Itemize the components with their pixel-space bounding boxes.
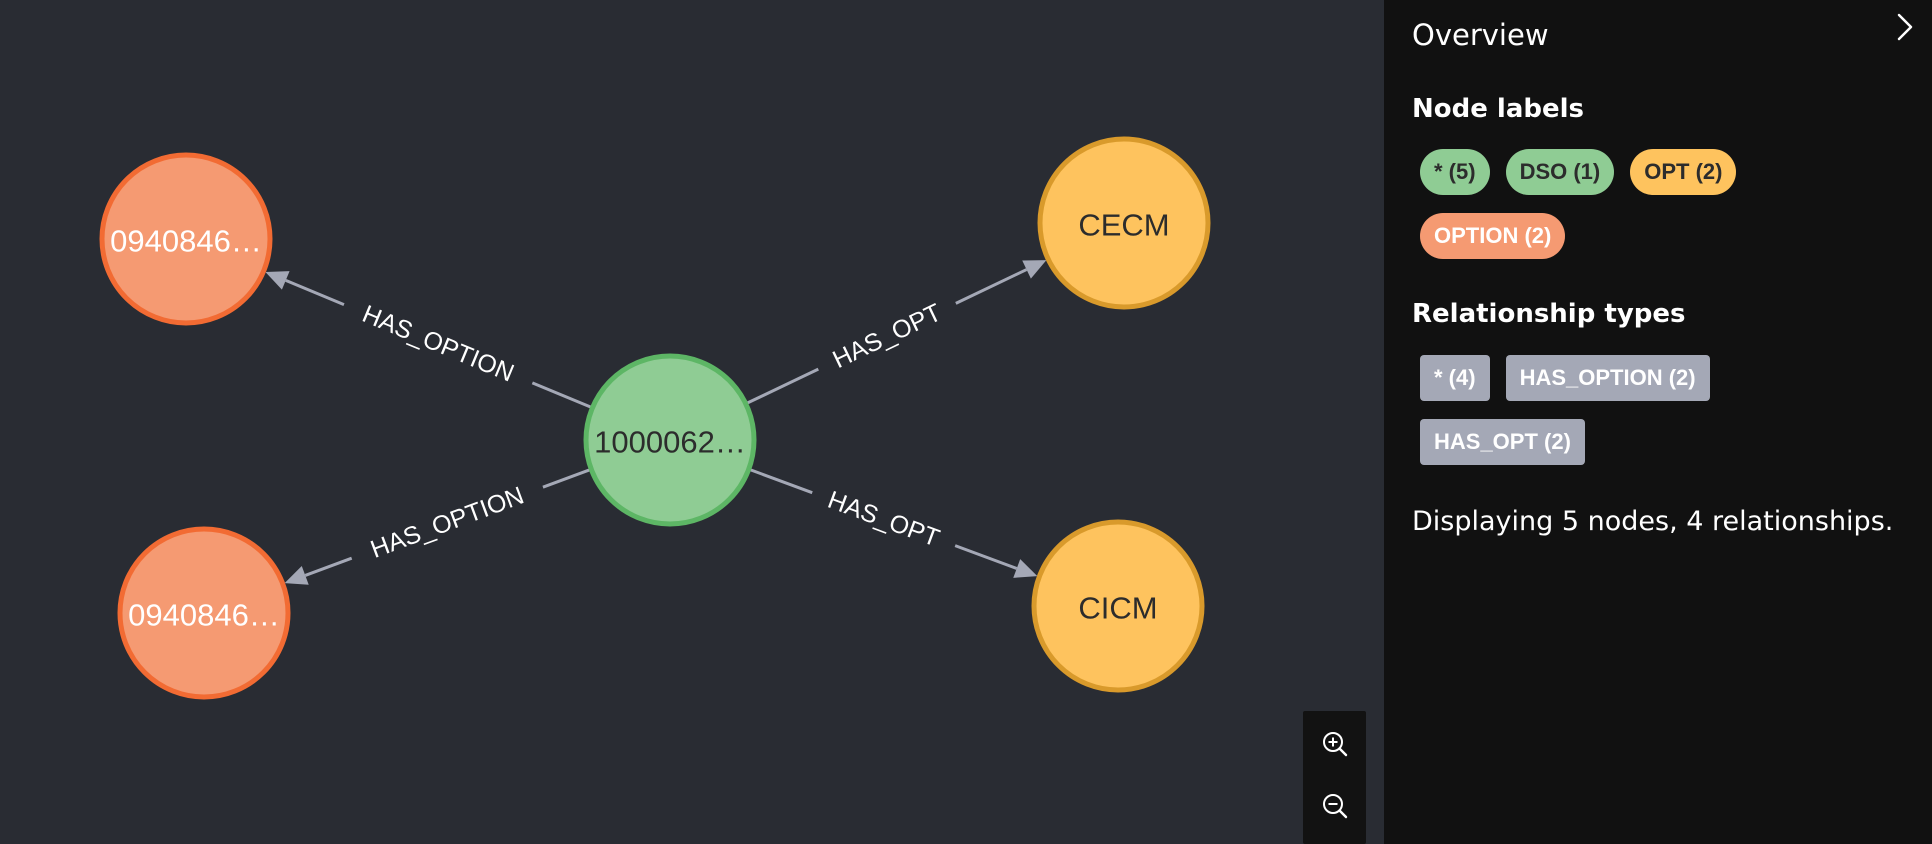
graph-canvas[interactable]: HAS_OPTION HAS_OPTION HAS_OPT HAS_OPT 10000… xyxy=(0,0,1384,844)
relationship-line[interactable] xyxy=(955,268,1028,305)
node-labels-heading: Node labels xyxy=(1412,94,1585,124)
chevron-right-icon xyxy=(1897,13,1913,41)
relationship-label: HAS_OPTION xyxy=(358,300,518,388)
relationship-label: HAS_OPT xyxy=(824,486,943,553)
relationship-has-opt[interactable]: HAS_OPT xyxy=(746,260,1047,405)
relationship-label: HAS_OPT xyxy=(828,298,945,374)
relationship-arrowhead xyxy=(1022,260,1047,279)
node-label-chip-dso[interactable]: DSO (1) xyxy=(1505,149,1615,195)
zoom-in-button[interactable] xyxy=(1303,713,1366,775)
relationship-line[interactable] xyxy=(954,544,1018,570)
node-caption: 1000062… xyxy=(594,425,746,460)
node-caption: CICM xyxy=(1078,591,1157,626)
relationship-has-option[interactable]: HAS_OPTION xyxy=(284,468,590,585)
relationship-label: HAS_OPTION xyxy=(367,482,528,564)
relationship-line[interactable] xyxy=(746,367,819,405)
collapse-panel-button[interactable] xyxy=(1888,10,1922,44)
relationship-line[interactable] xyxy=(285,279,345,306)
node-circle[interactable] xyxy=(583,353,757,527)
zoom-in-icon xyxy=(1322,732,1347,757)
node-opt[interactable]: CICM xyxy=(1031,519,1205,693)
relationship-line[interactable] xyxy=(531,381,592,409)
relationship-types-row-1: * (4) HAS_OPTION (2) xyxy=(1420,355,1710,401)
node-dso[interactable]: 1000062… xyxy=(583,353,757,527)
node-opt[interactable]: CECM xyxy=(1037,136,1211,310)
node-option[interactable]: 0940846… xyxy=(99,152,273,326)
node-option[interactable]: 0940846… xyxy=(117,526,291,700)
relationship-line[interactable] xyxy=(750,468,813,495)
relationship-arrowhead xyxy=(1013,559,1038,578)
relationship-type-chip-has-option[interactable]: HAS_OPTION (2) xyxy=(1505,355,1710,401)
graph-visualization[interactable]: HAS_OPTION HAS_OPTION HAS_OPT HAS_OPT 10000… xyxy=(0,0,1384,844)
node-caption: 0940846… xyxy=(128,598,280,633)
zoom-out-icon xyxy=(1322,794,1347,819)
node-label-chip-opt[interactable]: OPT (2) xyxy=(1630,149,1737,195)
zoom-out-button[interactable] xyxy=(1303,775,1366,837)
node-circle[interactable] xyxy=(99,152,273,326)
node-label-chip-option[interactable]: OPTION (2) xyxy=(1420,213,1566,259)
relationship-types-row-2: HAS_OPT (2) xyxy=(1420,419,1585,465)
node-caption: CECM xyxy=(1078,208,1169,243)
relationship-types-heading: Relationship types xyxy=(1412,299,1686,329)
node-labels-row-1: * (5) DSO (1) OPT (2) xyxy=(1420,149,1737,195)
overview-panel: Overview Node labels * (5) DSO (1) OPT (… xyxy=(1384,0,1932,844)
node-circle[interactable] xyxy=(1031,519,1205,693)
nodes-layer: 1000062… CECM CICM 0940846… 0940846… xyxy=(99,136,1211,700)
relationship-type-chip-all[interactable]: * (4) xyxy=(1420,355,1490,401)
relationship-arrowhead xyxy=(265,271,290,290)
node-labels-row-2: OPTION (2) xyxy=(1420,213,1566,259)
zoom-controls xyxy=(1303,711,1366,844)
relationship-type-chip-has-opt[interactable]: HAS_OPT (2) xyxy=(1420,419,1585,465)
node-circle[interactable] xyxy=(117,526,291,700)
relationship-arrowhead xyxy=(284,566,309,585)
relationship-line[interactable] xyxy=(542,468,590,489)
relationship-line[interactable] xyxy=(304,556,353,577)
relationship-has-option[interactable]: HAS_OPTION xyxy=(265,271,592,409)
node-circle[interactable] xyxy=(1037,136,1211,310)
graph-summary: Displaying 5 nodes, 4 relationships. xyxy=(1412,506,1894,537)
node-caption: 0940846… xyxy=(110,224,262,259)
relationship-has-opt[interactable]: HAS_OPT xyxy=(750,468,1038,578)
panel-title: Overview xyxy=(1412,18,1549,52)
node-label-chip-all[interactable]: * (5) xyxy=(1420,149,1490,195)
